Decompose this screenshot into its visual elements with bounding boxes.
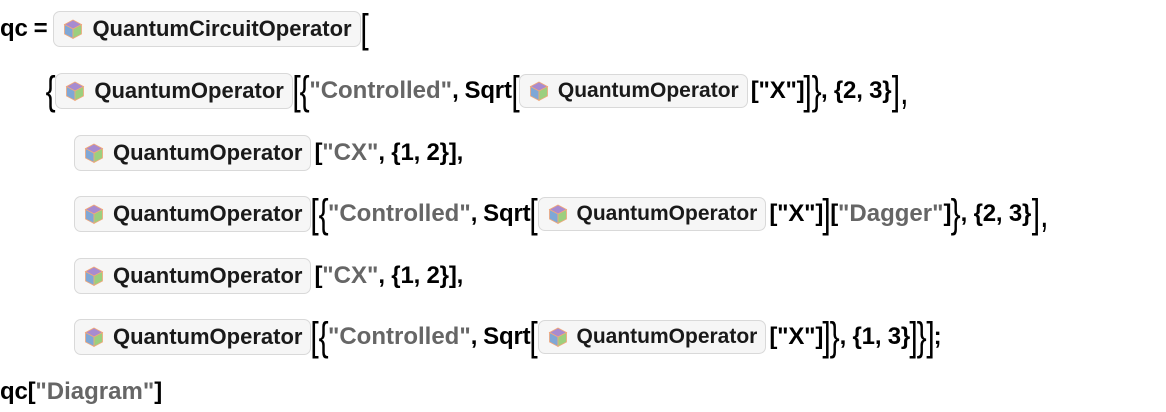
close-bracket: ] <box>154 378 162 405</box>
string-controlled: "Controlled" <box>309 77 453 104</box>
string-cx: "CX" <box>322 262 379 289</box>
cube-icon <box>64 80 86 102</box>
close-brace: } <box>829 315 840 359</box>
string-dagger: "Dagger" <box>838 200 944 227</box>
close-brace: } <box>811 69 822 113</box>
string-controlled: "Controlled" <box>327 323 471 350</box>
code-line-3: QuantumOperator [ "CX" , {1, 2}], <box>74 133 463 173</box>
semicolon: ; <box>933 323 942 350</box>
function-sqrt: Sqrt <box>464 77 512 104</box>
quantum-operator-box[interactable]: QuantumOperator <box>518 74 748 108</box>
qubits-list: , {1, 2}], <box>378 262 464 289</box>
cube-icon <box>547 203 569 225</box>
code-line-6: QuantumOperator [ { "Controlled" , Sqrt … <box>74 315 942 359</box>
close-bracket-comma: ], <box>892 69 909 113</box>
box-label: QuantumOperator <box>576 325 758 348</box>
open-list-brace: { <box>45 69 56 113</box>
open-brace: { <box>318 192 329 236</box>
string-cx: "CX" <box>322 139 379 166</box>
cube-icon <box>83 203 105 225</box>
open-bracket: [ <box>310 315 320 359</box>
close-bracket: ] <box>943 200 952 227</box>
cube-icon <box>83 142 105 164</box>
quantum-circuit-operator-box[interactable]: QuantumCircuitOperator <box>53 11 361 47</box>
open-brace: { <box>299 69 310 113</box>
string-controlled: "Controlled" <box>327 200 471 227</box>
string-diagram: "Diagram" <box>35 378 155 405</box>
open-bracket: [ <box>830 200 839 227</box>
quantum-operator-box[interactable]: QuantumOperator <box>74 258 312 294</box>
assign-operator: = <box>33 15 48 42</box>
qubits-list: , {1, 2}], <box>378 139 464 166</box>
quantum-operator-box[interactable]: QuantumOperator <box>537 197 767 231</box>
open-bracket: [ <box>529 192 539 236</box>
open-bracket: [ <box>359 7 369 51</box>
open-bracket: [ <box>314 139 323 166</box>
open-bracket: [ <box>292 69 301 113</box>
box-label: QuantumOperator <box>113 263 303 288</box>
open-bracket: [ <box>529 315 539 359</box>
comma: , <box>452 77 459 104</box>
qubits-list: , {1, 3} <box>839 323 911 350</box>
box-label: QuantumOperator <box>576 202 758 225</box>
quantum-operator-box[interactable]: QuantumOperator <box>74 196 312 232</box>
arg-x: ["X"] <box>769 323 824 350</box>
cube-icon <box>83 326 105 348</box>
cube-icon <box>62 18 84 40</box>
quantum-operator-box[interactable]: QuantumOperator <box>74 319 312 355</box>
comma: , <box>470 200 478 227</box>
quantum-operator-box[interactable]: QuantumOperator <box>55 73 293 109</box>
code-line-2: { QuantumOperator [ { "Controlled" , Sqr… <box>46 71 910 111</box>
code-line-5: QuantumOperator [ "CX" , {1, 2}], <box>74 256 463 296</box>
function-sqrt: Sqrt <box>483 200 531 227</box>
cube-icon <box>547 326 569 348</box>
code-line-1: qc = QuantumCircuitOperator [ <box>0 9 368 49</box>
close-bracket: ] <box>822 315 831 359</box>
open-brace: { <box>318 315 329 359</box>
close-bracket: ] <box>803 69 813 113</box>
close-bracket: ] <box>925 315 935 359</box>
arg-x: ["X"] <box>769 200 824 227</box>
box-label: QuantumOperator <box>557 79 739 102</box>
box-label: QuantumCircuitOperator <box>92 16 352 41</box>
code-line-7: qc[ "Diagram" ] <box>0 372 162 412</box>
close-bracket: ] <box>909 315 918 359</box>
close-brace: } <box>950 192 961 236</box>
variable-qc: qc[ <box>0 378 36 405</box>
box-label: QuantumOperator <box>94 78 284 103</box>
qubits-list: , {2, 3} <box>820 77 892 104</box>
quantum-operator-box[interactable]: QuantumOperator <box>537 320 767 354</box>
arg-x: ["X"] <box>750 77 805 104</box>
variable-qc: qc <box>0 15 28 42</box>
box-label: QuantumOperator <box>113 324 303 349</box>
comma: , <box>470 323 478 350</box>
open-bracket: [ <box>310 192 320 236</box>
function-sqrt: Sqrt <box>483 323 531 350</box>
code-line-4: QuantumOperator [ { "Controlled" , Sqrt … <box>74 194 1049 234</box>
quantum-operator-box[interactable]: QuantumOperator <box>74 135 312 171</box>
qubits-list: , {2, 3} <box>960 200 1032 227</box>
close-bracket-comma: ], <box>1031 192 1049 236</box>
open-bracket: [ <box>511 69 520 113</box>
box-label: QuantumOperator <box>113 201 303 226</box>
close-bracket: ] <box>822 192 831 236</box>
cube-icon <box>83 265 105 287</box>
close-list-brace: } <box>916 315 927 359</box>
open-bracket: [ <box>314 262 323 289</box>
box-label: QuantumOperator <box>113 140 303 165</box>
cube-icon <box>528 80 550 102</box>
